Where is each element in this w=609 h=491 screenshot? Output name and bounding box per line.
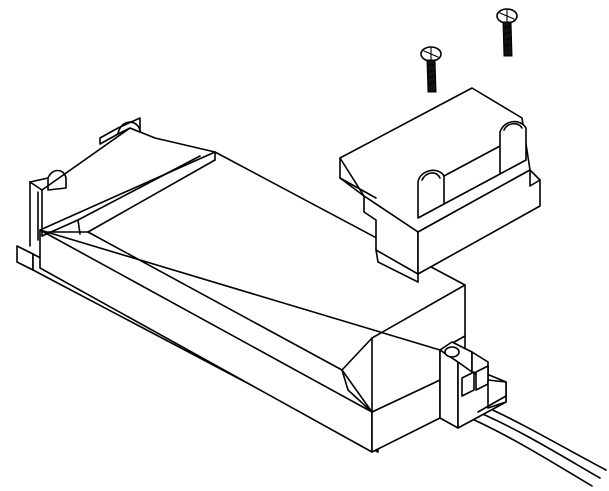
screw-left-icon [420,46,442,93]
led-driver-housing [16,117,466,453]
terminal-screw-icon [444,346,460,358]
wire-entry-left [461,371,475,397]
screw-right-icon [496,8,518,57]
terminal-block [439,341,507,429]
output-cable [469,405,607,487]
terminal-cover [339,87,541,283]
